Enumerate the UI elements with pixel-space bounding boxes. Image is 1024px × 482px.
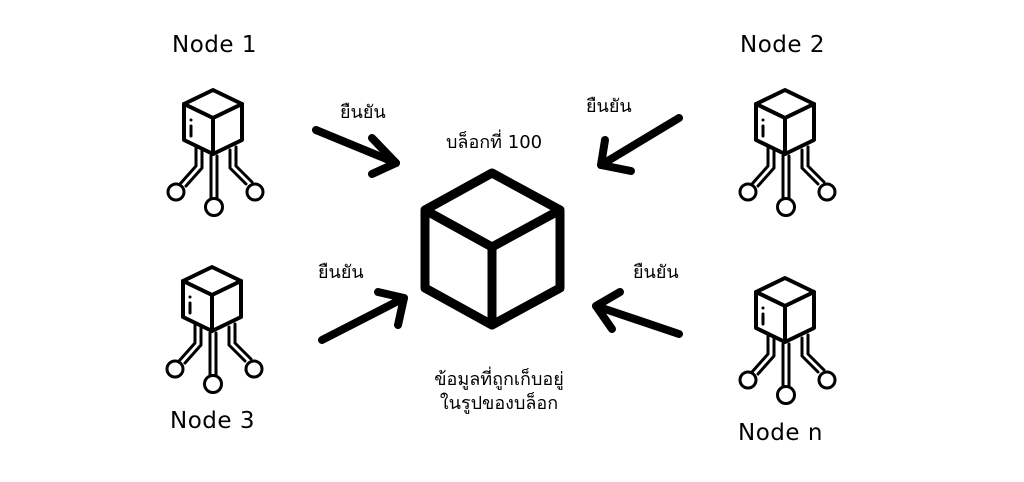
block-title: บล็อกที่ 100 <box>446 132 543 153</box>
block-caption: ข้อมูลที่ถูกเก็บอยู่ ในรูปของบล็อก <box>389 368 609 417</box>
confirm-label-top-right: ยืนยัน <box>586 96 632 117</box>
node-3-label: Node 3 <box>170 408 255 434</box>
confirm-label-bottom-right: ยืนยัน <box>633 262 679 283</box>
confirm-label-bottom-left: ยืนยัน <box>318 262 364 283</box>
arrow-icon-top-right <box>597 114 683 175</box>
arrow-icon-top-left <box>312 126 400 178</box>
node-3-icon <box>165 265 264 395</box>
node-1-icon <box>166 88 265 218</box>
confirm-label-top-left: ยืนยัน <box>340 102 386 123</box>
node-1-label: Node 1 <box>172 32 257 58</box>
node-n-icon <box>738 276 837 406</box>
node-n-label: Node n <box>738 420 823 446</box>
arrow-icon-bottom-left <box>318 288 408 344</box>
arrow-icon-bottom-right <box>592 288 683 338</box>
block-cube-icon <box>420 168 565 330</box>
block-caption-line-1: ข้อมูลที่ถูกเก็บอยู่ <box>434 369 564 390</box>
node-2-icon <box>738 88 837 218</box>
node-2-label: Node 2 <box>740 32 825 58</box>
block-caption-line-2: ในรูปของบล็อก <box>439 393 559 415</box>
